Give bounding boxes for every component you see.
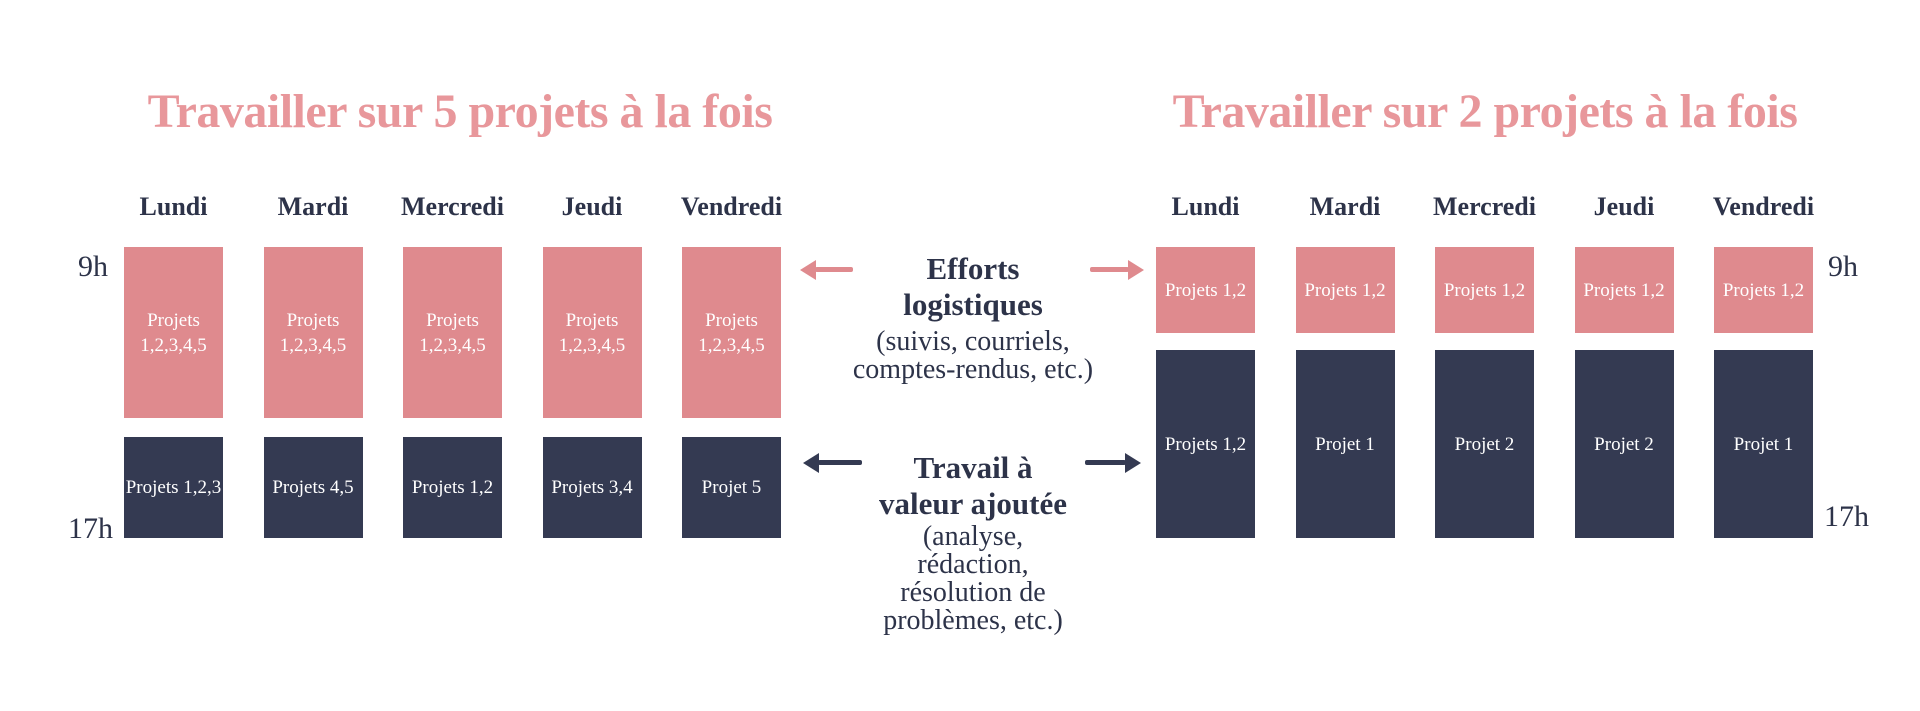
block-label: Projets 3,4 <box>551 477 633 498</box>
block-label: Projets 1,2 <box>1304 279 1386 301</box>
afternoon-block: Projets 4,5 <box>263 437 363 538</box>
block-label: Projet 2 <box>1454 433 1515 455</box>
travail-arrow-left-icon <box>818 460 862 465</box>
block-label: Projets 1,2 <box>1164 279 1247 301</box>
efforts-arrow-right-icon <box>1090 267 1129 272</box>
travail-subtext-line-1: (analyse, <box>922 521 1024 552</box>
morning-block: Projets 1,2 <box>1435 247 1534 333</box>
right-axis-end-label: 17h <box>1824 500 1869 533</box>
block-label: Projet 5 <box>701 477 762 498</box>
travail-heading-line-2: valeur ajoutée <box>879 486 1067 521</box>
travail-legend-subtext: (analyse, rédaction, résolution de probl… <box>823 523 1123 635</box>
efforts-legend-heading: Efforts logistiques <box>823 251 1123 323</box>
block-label: Projets <box>147 309 200 331</box>
right-axis-start-label: 9h <box>1828 250 1858 283</box>
block-label: Projets 1,2,3 <box>125 477 222 498</box>
afternoon-block: Projet 5 <box>682 437 781 538</box>
block-label: Projet 1 <box>1315 433 1375 455</box>
block-label: Projets 1,2 <box>411 477 494 498</box>
morning-block: Projets 1,2 <box>1574 247 1674 333</box>
afternoon-block: Projets 1,2 <box>1156 350 1255 538</box>
block-label: Projets 1,2 <box>1583 279 1665 301</box>
block-label: Projets <box>705 309 758 331</box>
afternoon-block: Projet 1 <box>1295 350 1395 538</box>
afternoon-block: Projets 3,4 <box>542 437 642 538</box>
right-chart-title: Travailler sur 2 projets à la fois <box>1172 85 1798 138</box>
morning-block: Projets 1,2,3,4,5 <box>682 247 781 418</box>
morning-block: Projets 1,2 <box>1295 247 1395 333</box>
afternoon-block: Projet 1 <box>1714 350 1813 538</box>
block-label: Projets 1,2 <box>1722 279 1805 301</box>
efforts-heading-line-1: Efforts <box>926 251 1020 286</box>
travail-arrow-right-icon <box>1085 460 1126 465</box>
left-axis-start-label: 9h <box>78 250 108 283</box>
travail-subtext-line-4: problèmes, etc.) <box>883 605 1063 636</box>
day-label: Vendredi <box>1712 192 1815 221</box>
travail-subtext-line-2: rédaction, <box>917 549 1029 580</box>
morning-block: Projets 1,2,3,4,5 <box>124 247 223 418</box>
efforts-heading-line-2: logistiques <box>903 287 1043 322</box>
block-label: Projets <box>286 309 340 331</box>
afternoon-block: Projet 2 <box>1574 350 1674 538</box>
morning-block: Projets 1,2,3,4,5 <box>542 247 642 418</box>
travail-heading-line-1: Travail à <box>913 450 1033 485</box>
afternoon-block: Projets 1,2 <box>403 437 502 538</box>
day-label: Lundi <box>1171 192 1240 221</box>
block-label: Projets 4,5 <box>272 477 354 498</box>
day-label: Mardi <box>1309 192 1381 221</box>
morning-block: Projets 1,2,3,4,5 <box>263 247 363 418</box>
block-label: 1,2,3,4,5 <box>419 334 486 356</box>
day-label: Lundi <box>139 192 208 221</box>
morning-block: Projets 1,2 <box>1156 247 1255 333</box>
block-label: Projet 2 <box>1594 433 1654 455</box>
morning-block: Projets 1,2 <box>1714 247 1813 333</box>
day-label: Vendredi <box>680 192 783 221</box>
day-label: Mardi <box>277 192 349 221</box>
block-label: Projets <box>565 309 619 331</box>
day-label: Mercredi <box>401 192 504 221</box>
day-label: Jeudi <box>1593 192 1655 221</box>
efforts-legend-subtext: (suivis, courriels, comptes-rendus, etc.… <box>823 328 1123 384</box>
block-label: 1,2,3,4,5 <box>140 334 207 356</box>
travail-legend-heading: Travail à valeur ajoutée <box>823 450 1123 522</box>
afternoon-block: Projet 2 <box>1435 350 1534 538</box>
day-label: Mercredi <box>1433 192 1536 221</box>
left-axis-end-label: 17h <box>68 512 113 545</box>
block-label: 1,2,3,4,5 <box>698 334 765 356</box>
travail-subtext-line-3: résolution de <box>900 577 1046 608</box>
block-label: Projet 1 <box>1733 433 1794 455</box>
efforts-arrow-left-icon <box>815 267 853 272</box>
afternoon-block: Projets 1,2,3 <box>124 437 223 538</box>
morning-block: Projets 1,2,3,4,5 <box>403 247 502 418</box>
left-chart-title: Travailler sur 5 projets à la fois <box>147 85 773 138</box>
block-label: Projets <box>426 309 479 331</box>
day-label: Jeudi <box>561 192 623 221</box>
block-label: 1,2,3,4,5 <box>279 334 347 356</box>
block-label: Projets 1,2 <box>1443 279 1526 301</box>
block-label: Projets 1,2 <box>1164 433 1247 455</box>
efforts-subtext-line-1: (suivis, courriels, <box>876 326 1070 357</box>
efforts-subtext-line-2: comptes-rendus, etc.) <box>852 354 1094 385</box>
block-label: 1,2,3,4,5 <box>558 334 626 356</box>
